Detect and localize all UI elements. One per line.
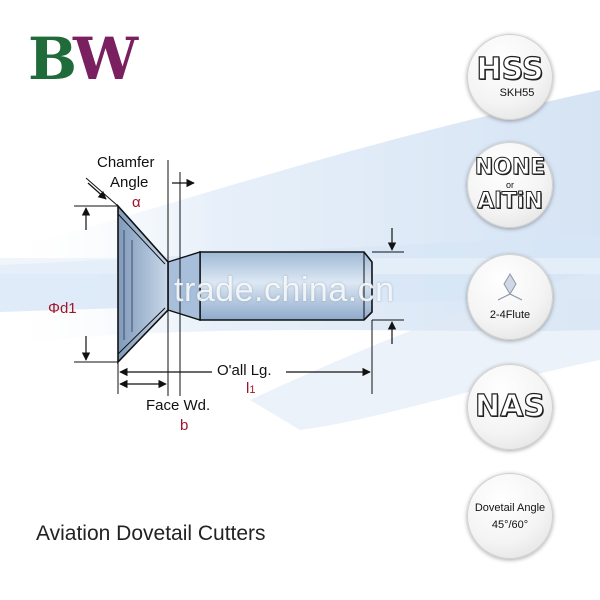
company-logo: BW: [28, 25, 138, 93]
badge-flute: 2-4Flute: [467, 254, 553, 340]
badge-angle-value: 45°/60°: [491, 518, 529, 531]
badge-coating: NONE or AlTiN: [467, 142, 553, 228]
logo-letter-b: B: [28, 25, 77, 93]
badge-flute-label: 2-4Flute: [489, 309, 531, 321]
badge-coating-main: NONE: [474, 155, 546, 180]
badge-material-sub: SKH55: [499, 87, 535, 99]
badge-standard-main: NAS: [474, 389, 545, 424]
logo-letter-w: W: [73, 25, 138, 93]
chamfer-angle-symbol: α: [132, 194, 141, 211]
overall-length-symbol-main: l: [246, 380, 250, 397]
chamfer-label-line-2: Angle: [110, 174, 149, 191]
badge-angle-label: Dovetail Angle: [474, 501, 546, 514]
overall-length-label: O'all Lg.: [217, 362, 272, 379]
badge-dovetail-angle: Dovetail Angle 45°/60°: [467, 473, 553, 559]
overall-length-symbol-subscript: 1: [249, 384, 256, 396]
diameter-symbol: Φd1: [48, 300, 77, 317]
product-title: Aviation Dovetail Cutters: [36, 522, 266, 545]
badge-material-main: HSS: [476, 52, 544, 87]
badge-coating-alt: AlTiN: [477, 189, 544, 214]
chamfer-label-line-1: Chamfer: [97, 154, 155, 171]
overall-length-symbol: l1: [246, 380, 255, 399]
cutter-head: [117, 203, 169, 364]
badge-material: HSS SKH55: [467, 34, 553, 120]
flute-icon: [497, 273, 523, 301]
badge-standard: NAS: [467, 364, 553, 450]
badge-coating-or: or: [505, 180, 514, 190]
face-width-symbol: b: [180, 417, 189, 434]
watermark: trade.china.cn: [174, 271, 395, 309]
face-width-label: Face Wd.: [146, 397, 211, 414]
